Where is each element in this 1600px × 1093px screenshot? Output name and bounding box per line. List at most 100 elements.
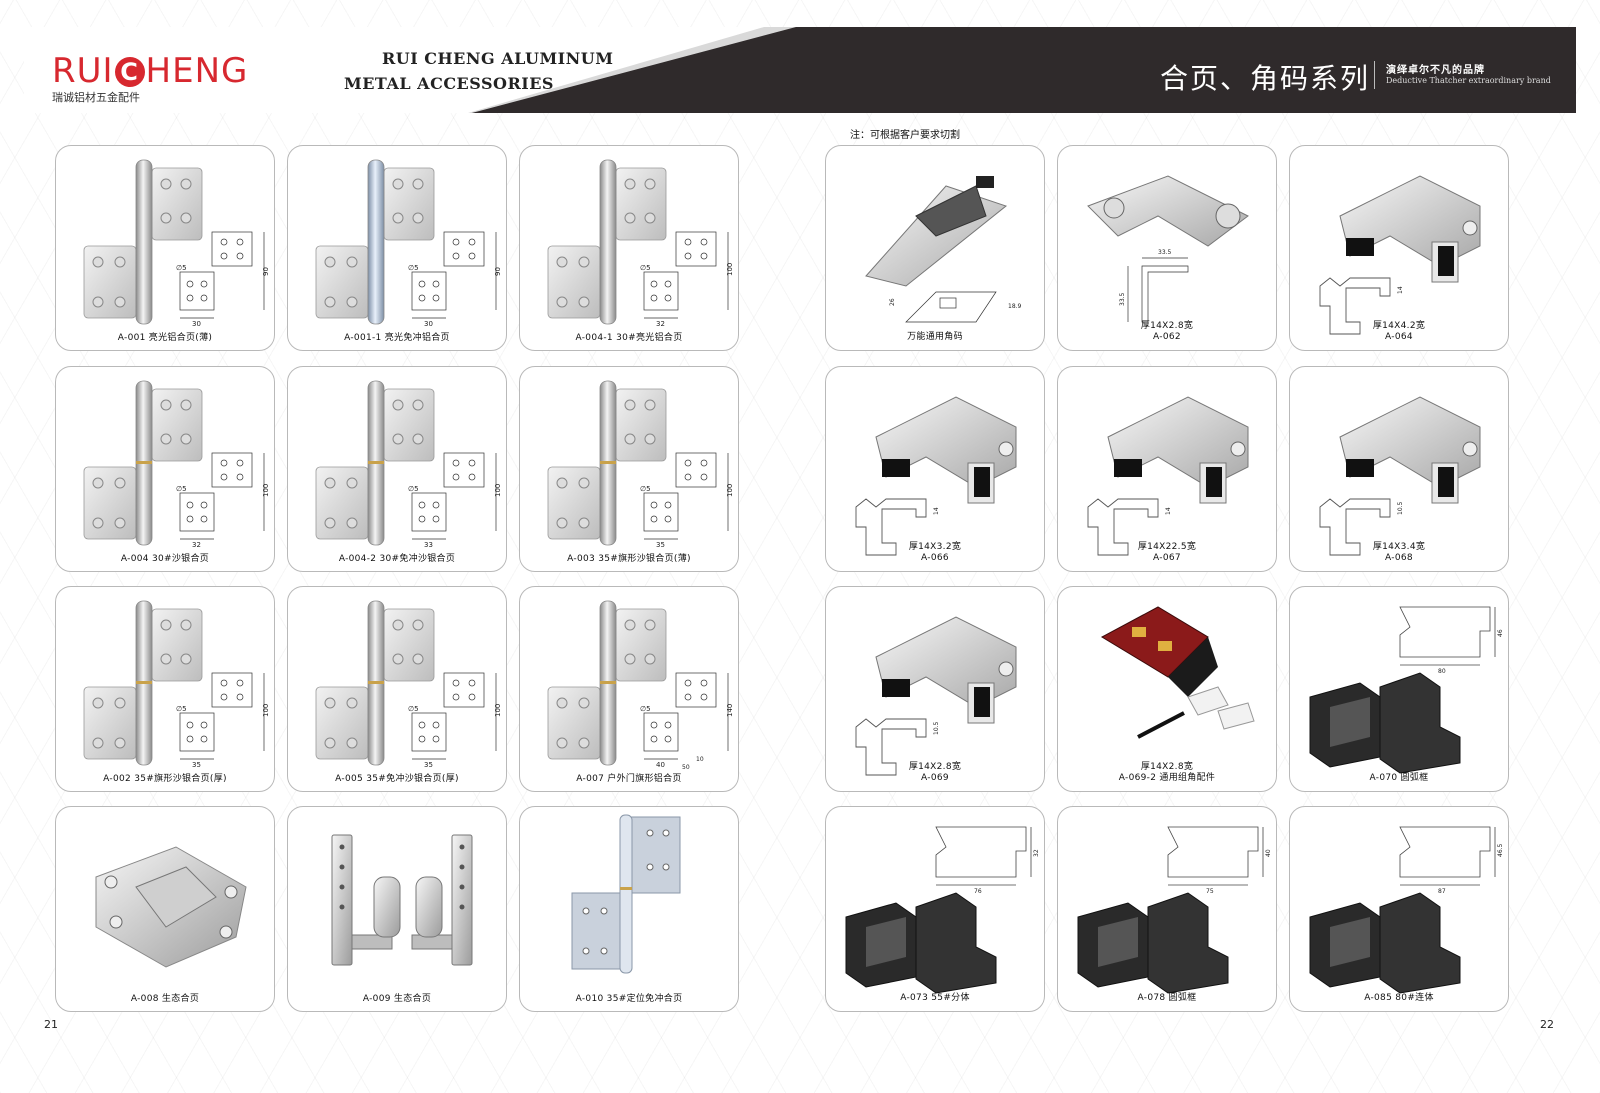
product-illustration <box>571 814 681 974</box>
product-caption: A-069-2 通用组角配件 <box>1118 773 1216 783</box>
product-caption: 万能通用角码 <box>907 332 963 342</box>
product-spec: 厚14X2.8宽 <box>908 762 962 772</box>
svg-text:32: 32 <box>192 541 201 549</box>
svg-text:∅5: ∅5 <box>640 705 651 713</box>
svg-text:35: 35 <box>424 761 433 769</box>
svg-text:35: 35 <box>192 761 201 769</box>
svg-text:50: 50 <box>682 764 690 771</box>
product-caption: A-085 80#连体 <box>1364 993 1434 1003</box>
product-illustration: 100 35 ∅5 <box>83 600 270 769</box>
svg-text:90: 90 <box>494 267 502 276</box>
product-spec: 厚14X2.8宽 <box>1140 321 1194 331</box>
svg-text:87: 87 <box>1438 888 1446 895</box>
svg-text:10: 10 <box>696 756 704 763</box>
svg-text:14: 14 <box>1397 286 1404 294</box>
product-illustration <box>1100 606 1255 739</box>
product-illustration: 140 40 ∅5 10 50 <box>547 600 734 771</box>
slogan-chinese: 演绎卓尔不凡的品牌 <box>1386 65 1485 76</box>
svg-text:∅5: ∅5 <box>176 264 187 272</box>
product-illustration: 100 33 ∅5 <box>315 380 502 549</box>
svg-text:33.5: 33.5 <box>1158 249 1172 256</box>
product-spec: 厚14X4.2宽 <box>1372 321 1426 331</box>
svg-text:80: 80 <box>1438 668 1446 675</box>
svg-text:∅5: ∅5 <box>408 705 419 713</box>
product-spec: 厚14X2.8宽 <box>1140 762 1194 772</box>
page-number-left: 21 <box>44 1018 58 1031</box>
svg-text:40: 40 <box>656 761 665 769</box>
product-caption: A-066 <box>921 553 949 563</box>
svg-text:∅5: ∅5 <box>176 705 187 713</box>
product-caption: A-062 <box>1153 332 1181 342</box>
product-illustration: 87 46.5 <box>1309 826 1504 994</box>
svg-text:26: 26 <box>889 298 896 306</box>
svg-text:75: 75 <box>1206 888 1214 895</box>
svg-text:46.5: 46.5 <box>1497 843 1504 857</box>
logo-mark: C <box>114 57 145 87</box>
product-caption: A-068 <box>1385 553 1413 563</box>
product-spec: 厚14X22.5宽 <box>1137 542 1197 552</box>
product-caption: A-064 <box>1385 332 1413 342</box>
product-caption: A-001 亮光铝合页(薄) <box>117 333 213 343</box>
svg-text:33: 33 <box>424 541 433 549</box>
svg-text:40: 40 <box>1265 849 1272 857</box>
header-divider <box>1374 61 1375 89</box>
svg-text:32: 32 <box>1033 849 1040 857</box>
product-caption: A-069 <box>921 773 949 783</box>
product-caption: A-001-1 亮光免冲铝合页 <box>344 333 450 343</box>
logo-right-text: HENG <box>145 51 249 91</box>
product-spec: 厚14X3.2宽 <box>908 542 962 552</box>
product-caption: A-004 30#沙银合页 <box>120 554 210 564</box>
logo-left-text: RUI <box>52 51 114 91</box>
svg-text:32: 32 <box>656 320 665 328</box>
product-illustration: 33.5 33.5 <box>1087 175 1249 323</box>
series-title: 合页、角码系列 <box>1160 62 1371 95</box>
product-caption: A-008 生态合页 <box>130 994 200 1004</box>
product-spec: 厚14X3.4宽 <box>1372 542 1426 552</box>
svg-text:100: 100 <box>494 484 502 497</box>
product-illustration: 75 40 <box>1077 826 1272 994</box>
svg-text:30: 30 <box>192 320 201 328</box>
svg-text:30: 30 <box>424 320 433 328</box>
svg-text:10.5: 10.5 <box>933 721 940 735</box>
svg-text:140: 140 <box>726 704 734 717</box>
brand-line-2: METAL ACCESSORIES <box>344 74 554 93</box>
product-caption: A-078 圆弧框 <box>1137 993 1197 1003</box>
svg-text:∅5: ∅5 <box>408 485 419 493</box>
product-caption: A-010 35#定位免冲合页 <box>575 994 683 1004</box>
svg-text:100: 100 <box>262 484 270 497</box>
svg-text:33.5: 33.5 <box>1119 292 1126 306</box>
svg-text:14: 14 <box>1165 507 1172 515</box>
slogan-english: Deductive Thatcher extraordinary brand <box>1386 76 1551 85</box>
hinge-card: A-010 35#定位免冲合页 <box>519 806 739 1012</box>
product-illustration <box>95 846 247 968</box>
product-caption: A-003 35#旗形沙银合页(薄) <box>567 554 691 564</box>
svg-text:100: 100 <box>262 704 270 717</box>
product-caption: A-067 <box>1153 553 1181 563</box>
product-illustration <box>331 834 473 966</box>
product-caption: A-070 圆弧框 <box>1369 773 1429 783</box>
product-caption: A-007 户外门旗形铝合页 <box>576 774 682 784</box>
logo-subtitle: 瑞诚铝材五金配件 <box>52 91 140 104</box>
